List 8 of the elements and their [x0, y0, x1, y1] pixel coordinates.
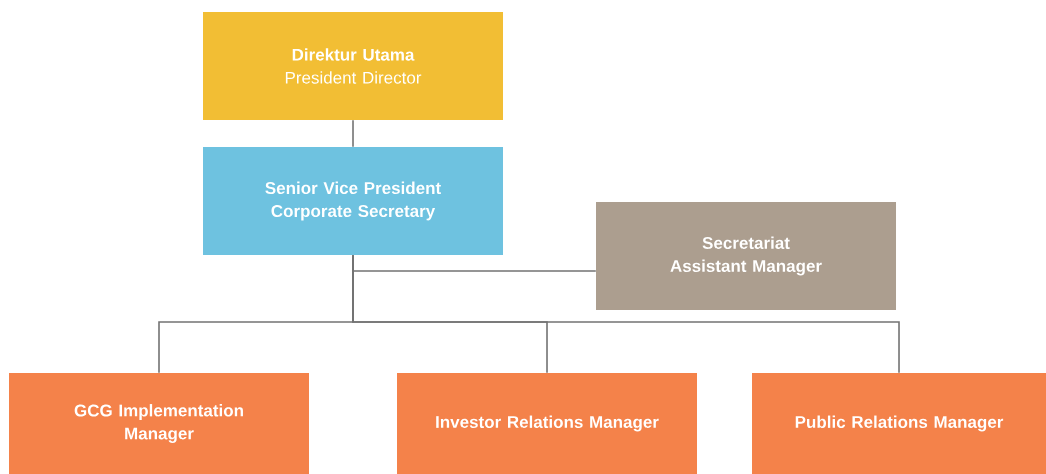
- org-box: Direktur Utama President Director: [203, 12, 503, 120]
- org-box: GCG Implementation Manager: [9, 373, 309, 474]
- connector-line: [352, 119, 354, 148]
- org-box: Public Relations Manager: [752, 373, 1046, 474]
- org-box: Investor Relations Manager: [397, 373, 697, 474]
- connector-line: [352, 254, 900, 374]
- org-box: Secretariat Assistant Manager: [596, 202, 896, 310]
- org-box: Senior Vice President Corporate Secretary: [203, 147, 503, 255]
